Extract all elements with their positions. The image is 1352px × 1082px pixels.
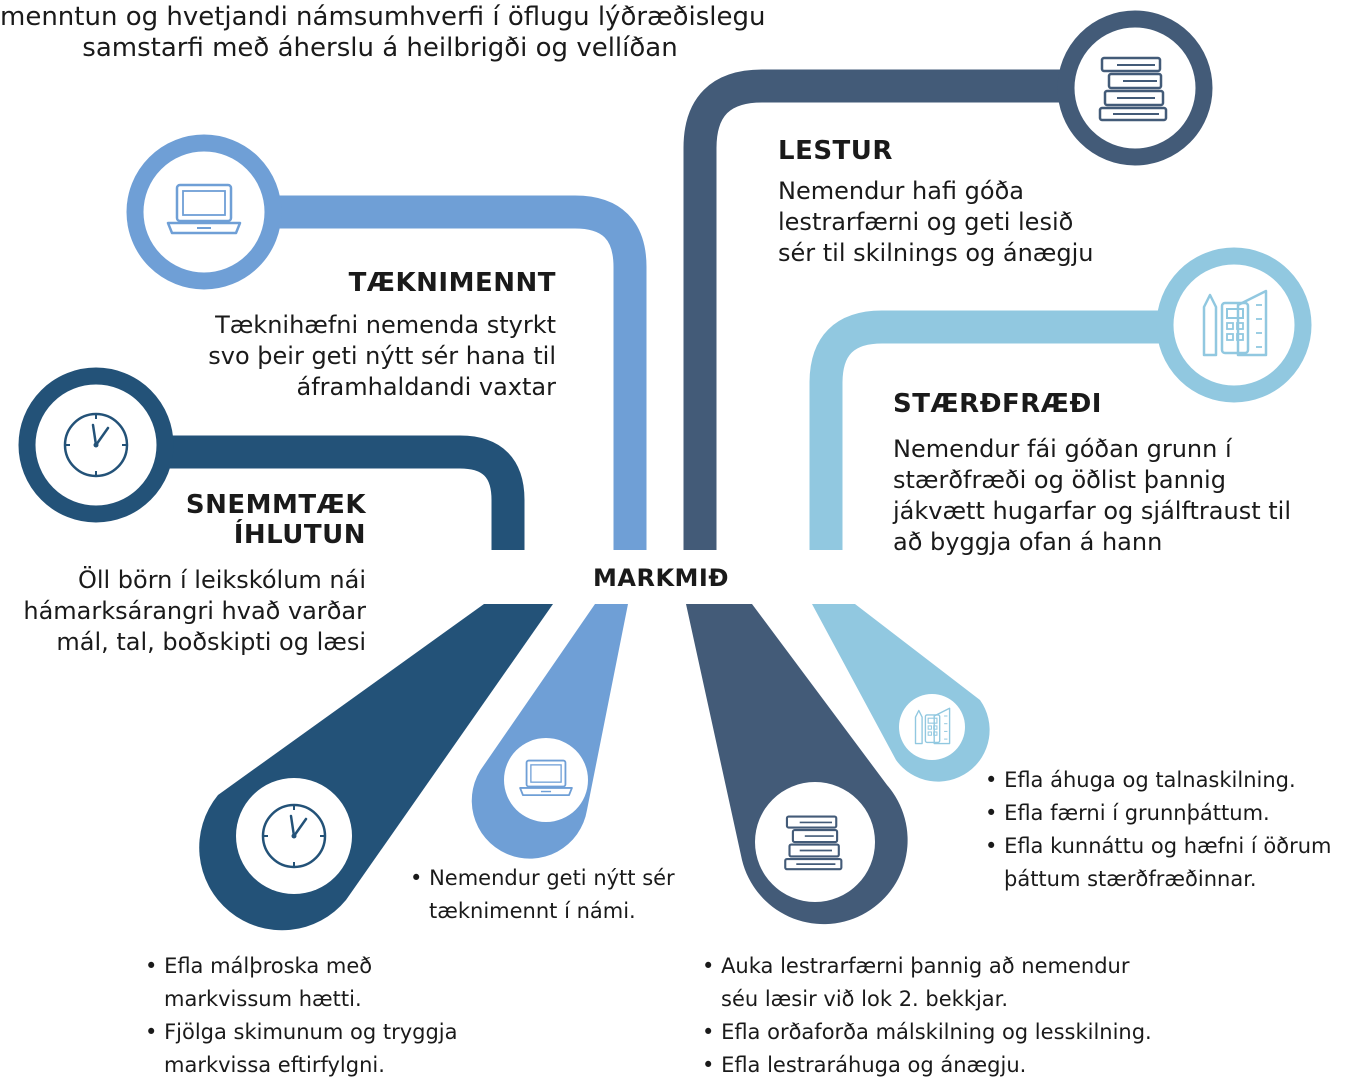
snemm-actions: • Efla málþroska með markvissum hætti. •… [145,950,458,1082]
lestur-line: Nemendur hafi góða [778,177,1024,205]
snemm-line: mál, tal, boðskipti og læsi [56,628,366,656]
taekni-line: Tæknihæfni nemenda styrkt [215,311,556,339]
intro-line: samstarfi með áherslu á heilbrigði og ve… [82,33,678,64]
snemm-arm [100,435,525,550]
lestur-circle [1057,10,1213,166]
bullet-continuation: markvissa eftirfylgni. [164,1053,385,1077]
bullet-item: • Efla áhuga og talnaskilning. [985,768,1296,792]
staerd-description: Nemendur fái góðan grunn í stærðfræði og… [893,434,1291,558]
bullet-item: • Efla orðaforða málskilning og lesskiln… [702,1020,1152,1044]
staerd-actions: • Efla áhuga og talnaskilning. • Efla fæ… [985,764,1331,896]
staerd-line: Nemendur fái góðan grunn í [893,435,1232,463]
staerd-circle [1156,247,1312,403]
staerd-line: að byggja ofan á hann [893,528,1163,556]
taekni-circle [126,134,282,290]
taekni-description: Tæknihæfni nemenda styrkt svo þeir geti … [150,310,556,403]
lestur-description: Nemendur hafi góða lestrarfærni og geti … [778,176,1093,269]
snemm-line: Öll börn í leikskólum nái [77,566,366,594]
bullet-item: • Efla kunnáttu og hæfni í öðrum [985,834,1332,858]
snemm-title-line: SNEMMTÆK [185,490,366,520]
bullet-continuation: þáttum stærðfræðinnar. [1004,867,1257,891]
staerd-line: stærðfræði og öðlist þannig [893,466,1226,494]
intro-line: menntun og hvetjandi námsumhverfi í öflu… [0,2,766,32]
snemm-line: hámarksárangri hvað varðar [23,597,366,625]
taekni-line: svo þeir geti nýtt sér hana til [208,342,556,370]
taekni-line: áframhaldandi vaxtar [296,373,556,401]
intro-text: menntun og hvetjandi námsumhverfi í öflu… [0,2,766,64]
taekni-title: TÆKNIMENNT [348,268,556,298]
lestur-line: lestrarfærni og geti lesið [778,208,1074,236]
staerd-arm [809,310,1210,550]
bullet-item: • Efla lestraráhuga og ánægju. [702,1053,1027,1077]
bullet-continuation: tæknimennt í námi. [429,899,636,923]
staerd-title: STÆRÐFRÆÐI [893,389,1102,419]
lestur-actions: • Auka lestrarfærni þannig að nemendur s… [702,950,1152,1082]
lestur-title: LESTUR [778,136,893,166]
snemm-title: SNEMMTÆK ÍHLUTUN [150,490,366,550]
taekni-actions: • Nemendur geti nýtt sér tæknimennt í ná… [410,862,675,928]
center-label: MARKMIÐ [593,564,729,592]
bullet-continuation: séu læsir við lok 2. bekkjar. [721,987,1009,1011]
bullet-item: • Efla málþroska með [145,954,373,978]
staerd-line: jákvætt hugarfar og sjálftraust til [893,497,1291,525]
snemm-title-line: ÍHLUTUN [233,520,366,550]
lestur-arm [683,69,1080,550]
snemm-circle [18,367,174,523]
bullet-item: • Fjölga skimunum og tryggja [145,1020,458,1044]
snemm-description: Öll börn í leikskólum nái hámarksárangri… [6,565,366,658]
lestur-line: sér til skilnings og ánægju [778,239,1094,267]
bullet-item: • Efla færni í grunnþáttum. [985,801,1270,825]
taekni-arm [235,195,647,550]
bullet-continuation: markvissum hætti. [164,987,362,1011]
bullet-item: • Nemendur geti nýtt sér [410,866,675,890]
bullet-item: • Auka lestrarfærni þannig að nemendur [702,954,1130,978]
